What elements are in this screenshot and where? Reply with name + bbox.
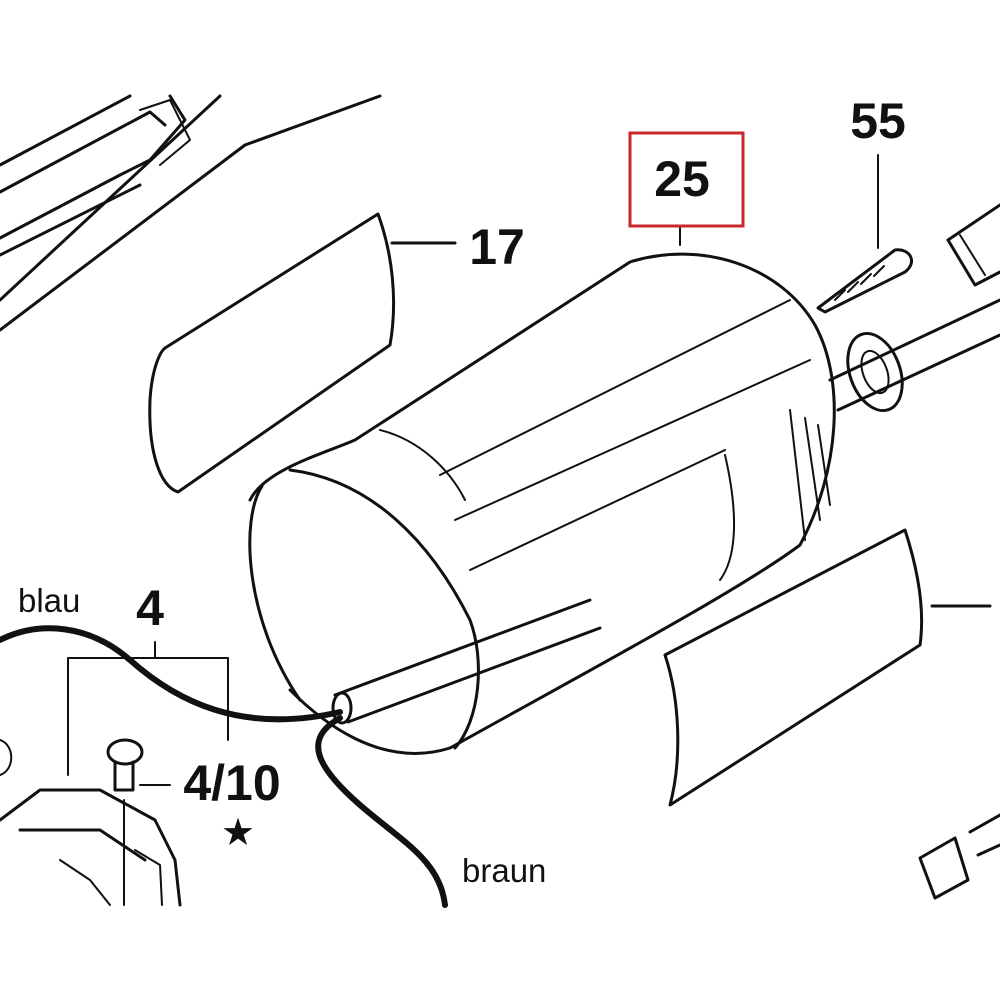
- part-25-motor: [248, 227, 836, 755]
- wires: [0, 625, 448, 908]
- label-part-4-10: 4/10: [183, 755, 280, 811]
- wire-brown: [315, 715, 448, 908]
- housing-fragment-top-left: [0, 94, 382, 332]
- bottom-right-fragment: [918, 813, 1000, 900]
- star-marker: ★: [221, 812, 255, 854]
- label-wire-brown: braun: [462, 852, 546, 889]
- shaft-and-washer: [828, 203, 1000, 413]
- label-part-4: 4: [136, 580, 164, 636]
- label-wire-blue: blau: [18, 582, 80, 619]
- switch-body-fragment: [0, 739, 182, 907]
- label-part-25: 25: [654, 151, 710, 207]
- curved-plate-lower-right: [663, 528, 992, 807]
- part-4-bracket: [67, 641, 229, 776]
- highlight-box: [628, 131, 745, 228]
- part-17-curved-plate: [148, 212, 457, 494]
- wire-blue: [0, 625, 343, 723]
- part-55-screw: [816, 154, 913, 314]
- label-part-55: 55: [850, 93, 906, 149]
- label-part-17: 17: [469, 219, 525, 275]
- part-4-10-screw: [106, 738, 171, 906]
